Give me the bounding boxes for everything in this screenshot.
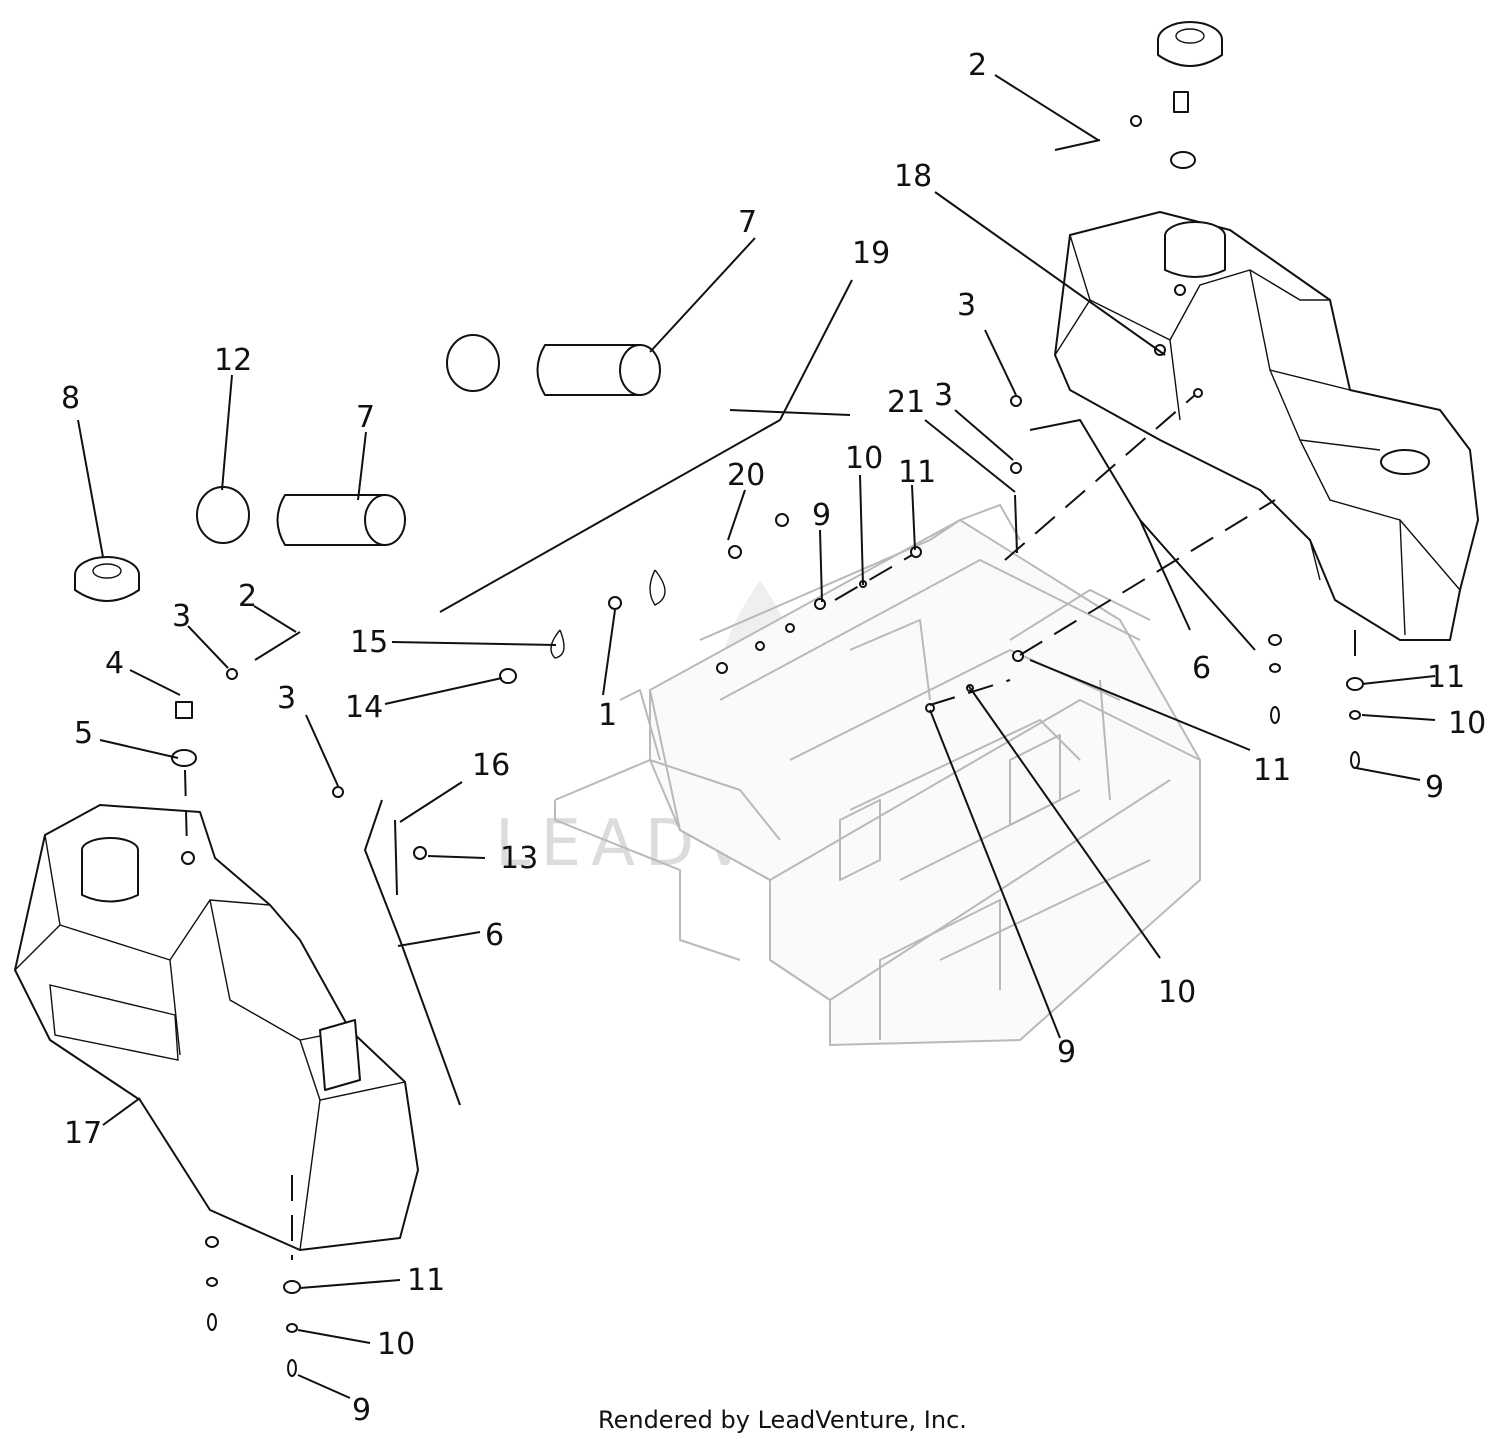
callout-2: 2 <box>238 579 257 614</box>
callout-11: 11 <box>1427 660 1465 695</box>
callout-3: 3 <box>957 288 976 323</box>
callout-14: 14 <box>345 690 383 725</box>
callout-11: 11 <box>898 455 936 490</box>
right-fuel-tank <box>1054 211 1479 641</box>
callout-11: 11 <box>1253 753 1291 788</box>
callout-3: 3 <box>934 378 953 413</box>
callout-11: 11 <box>407 1263 445 1298</box>
callout-18: 18 <box>894 159 932 194</box>
fuel-lines <box>254 139 1256 1106</box>
callout-7: 7 <box>738 205 757 240</box>
callout-9: 9 <box>1057 1035 1076 1070</box>
callout-9: 9 <box>352 1393 371 1428</box>
callout-19: 19 <box>852 236 890 271</box>
mower-frame <box>554 504 1201 1047</box>
fuel-cap-right <box>1157 21 1223 67</box>
leader-lines <box>77 74 1436 1399</box>
callout-10: 10 <box>377 1327 415 1362</box>
small-hardware <box>171 91 1364 1377</box>
callout-16: 16 <box>472 748 510 783</box>
fuel-filter-left <box>196 486 406 546</box>
callout-17: 17 <box>64 1116 102 1151</box>
alignment-lines <box>184 394 1356 1260</box>
callouts: 1 2 2 3 3 3 3 4 5 6 6 7 7 8 9 9 9 9 10 1… <box>61 48 1486 1428</box>
callout-7: 7 <box>356 400 375 435</box>
callout-3: 3 <box>172 599 191 634</box>
callout-6: 6 <box>485 918 504 953</box>
callout-3: 3 <box>277 681 296 716</box>
fuel-cap-left <box>74 556 140 602</box>
callout-10: 10 <box>845 441 883 476</box>
footer-credit: Rendered by LeadVenture, Inc. <box>598 1406 967 1434</box>
callout-21: 21 <box>887 385 925 420</box>
callout-15: 15 <box>350 625 388 660</box>
callout-10: 10 <box>1158 975 1196 1010</box>
callout-10: 10 <box>1448 706 1486 741</box>
callout-13: 13 <box>500 841 538 876</box>
callout-9: 9 <box>1425 770 1444 805</box>
callout-2: 2 <box>968 48 987 83</box>
callout-5: 5 <box>74 716 93 751</box>
callout-1: 1 <box>598 698 617 733</box>
fuel-filter-right <box>446 334 661 396</box>
callout-8: 8 <box>61 381 80 416</box>
left-fuel-tank <box>14 804 419 1251</box>
callout-6: 6 <box>1192 651 1211 686</box>
callout-12: 12 <box>214 343 252 378</box>
callout-9: 9 <box>812 498 831 533</box>
callout-4: 4 <box>105 646 124 681</box>
callout-20: 20 <box>727 458 765 493</box>
